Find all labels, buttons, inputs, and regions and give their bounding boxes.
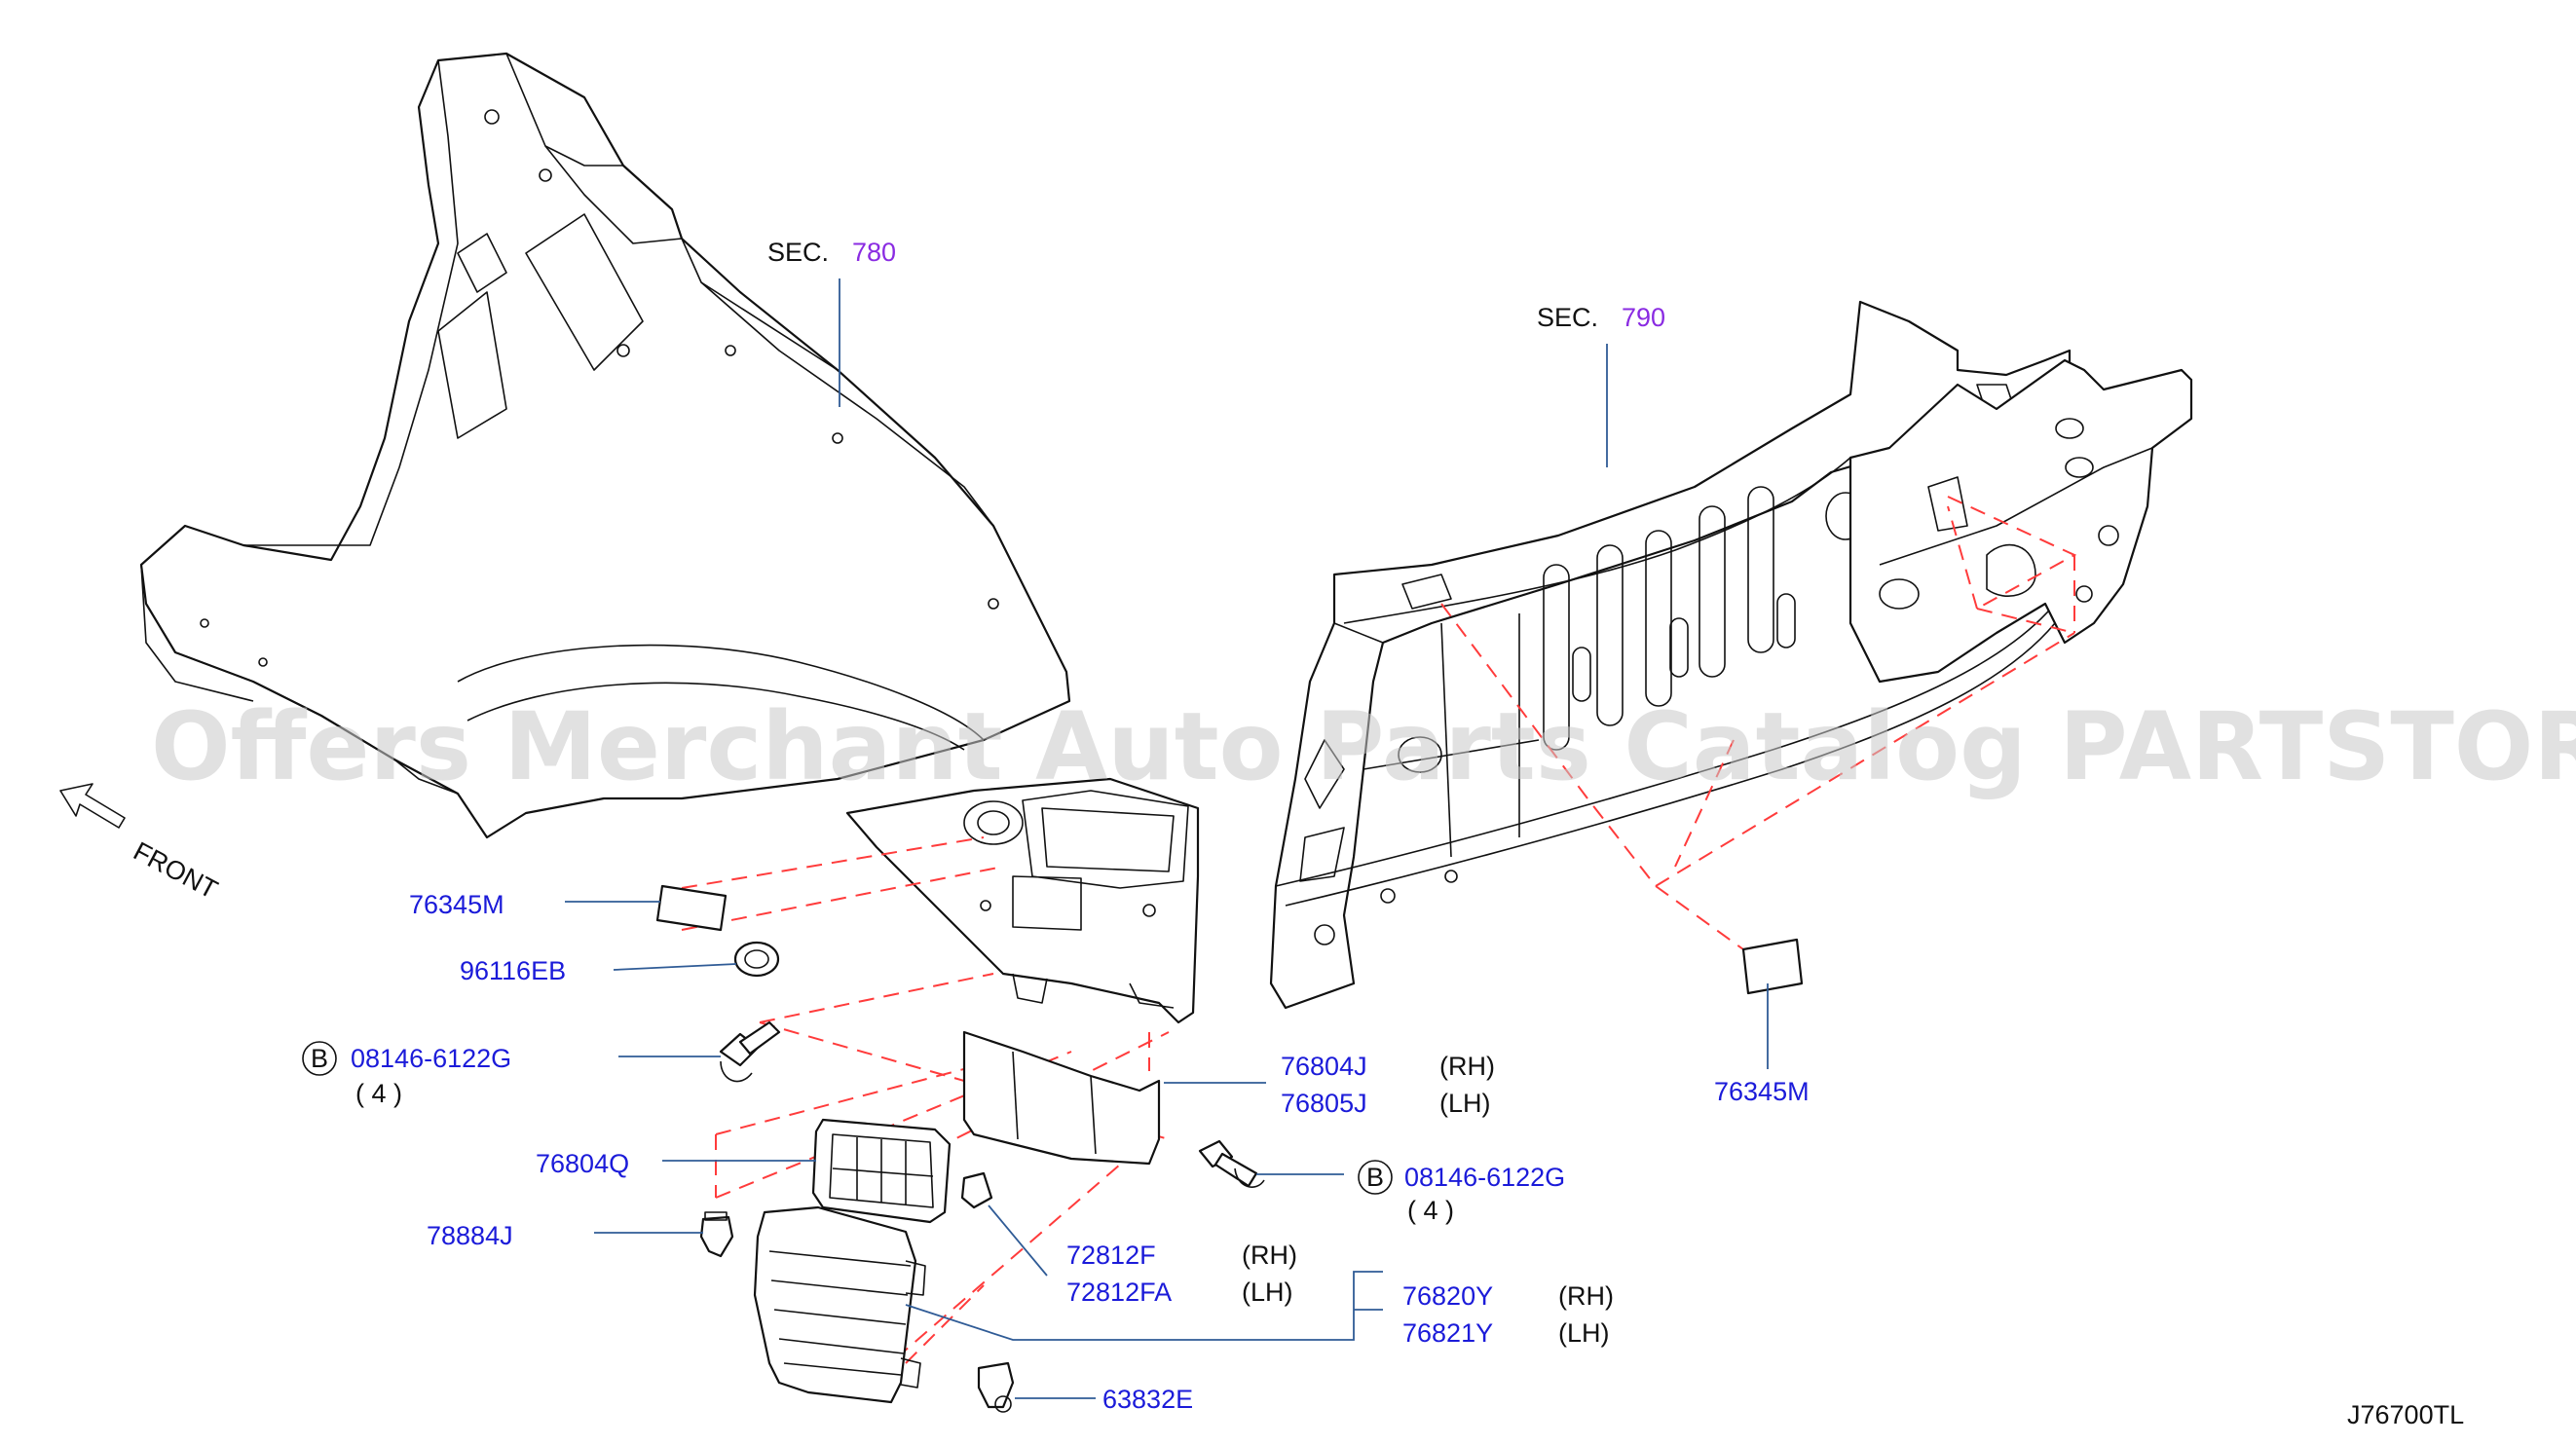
bolt-right [1198, 1139, 1265, 1188]
front-label: FRONT [129, 836, 222, 905]
part-72812f-side: (RH) [1242, 1241, 1297, 1270]
leader-lines [565, 278, 1769, 1399]
rear-panel [1269, 300, 2072, 1010]
bolt-left [719, 1020, 781, 1083]
bolt-left-marker [302, 1041, 337, 1076]
part-76804q[interactable]: 76804Q [536, 1149, 629, 1178]
rear-panel-end [1848, 358, 2193, 684]
small-parts [655, 884, 1804, 1413]
section-780-prefix: SEC. [767, 238, 829, 267]
front-arrow: FRONT [59, 783, 222, 905]
clip-78884j [699, 1211, 734, 1258]
section-790-number[interactable]: 790 [1622, 303, 1665, 332]
part-72812fa[interactable]: 72812FA [1066, 1278, 1172, 1307]
bolt-right-marker [1358, 1160, 1393, 1195]
part-76345m-right[interactable]: 76345M [1714, 1077, 1810, 1106]
part-76804j[interactable]: 76804J [1281, 1052, 1367, 1081]
part-76345m-left[interactable]: 76345M [409, 890, 504, 919]
inner-quarter-panel [845, 777, 1200, 1024]
bolt-right-qty: ( 4 ) [1407, 1196, 1454, 1225]
part-76804j-side: (RH) [1439, 1052, 1495, 1081]
watermark: Offers Merchant Auto Parts Catalog PARTS… [151, 692, 2576, 801]
body-side-structure [139, 52, 1071, 839]
part-08146-6122g-left[interactable]: 08146-6122G [351, 1044, 511, 1073]
part-76805j-side: (LH) [1439, 1089, 1491, 1118]
grille-76804q [811, 1118, 952, 1224]
part-63832e[interactable]: 63832E [1102, 1385, 1193, 1414]
part-76821y-side: (LH) [1558, 1318, 1610, 1348]
part-76821y[interactable]: 76821Y [1402, 1318, 1493, 1348]
bolt-left-circle-letter: B [311, 1044, 328, 1073]
pad-76345m-left [655, 884, 728, 932]
section-780-number[interactable]: 780 [852, 238, 896, 267]
part-72812f[interactable]: 72812F [1066, 1241, 1156, 1270]
bracket-76804j [962, 1030, 1161, 1166]
part-72812fa-side: (LH) [1242, 1278, 1293, 1307]
section-790-prefix: SEC. [1537, 303, 1598, 332]
part-96116eb[interactable]: 96116EB [460, 956, 566, 985]
grommet-96116eb [733, 941, 780, 978]
bolt-right-circle-letter: B [1366, 1163, 1384, 1192]
part-76820y[interactable]: 76820Y [1402, 1281, 1493, 1311]
diagram-code: J76700TL [2347, 1400, 2464, 1429]
labels: SEC. 780 SEC. 790 76345M 96116EB B 08146… [302, 238, 2464, 1429]
clip-63832e [977, 1361, 1015, 1413]
bolt-left-qty: ( 4 ) [355, 1079, 402, 1108]
part-76805j[interactable]: 76805J [1281, 1089, 1367, 1118]
part-08146-6122g-right[interactable]: 08146-6122G [1404, 1163, 1565, 1192]
clip-72812f [960, 1171, 993, 1209]
duct-76820y [753, 1205, 926, 1404]
part-78884j[interactable]: 78884J [427, 1221, 513, 1250]
part-76820y-side: (RH) [1558, 1281, 1614, 1311]
pad-76345m-right [1741, 938, 1804, 995]
